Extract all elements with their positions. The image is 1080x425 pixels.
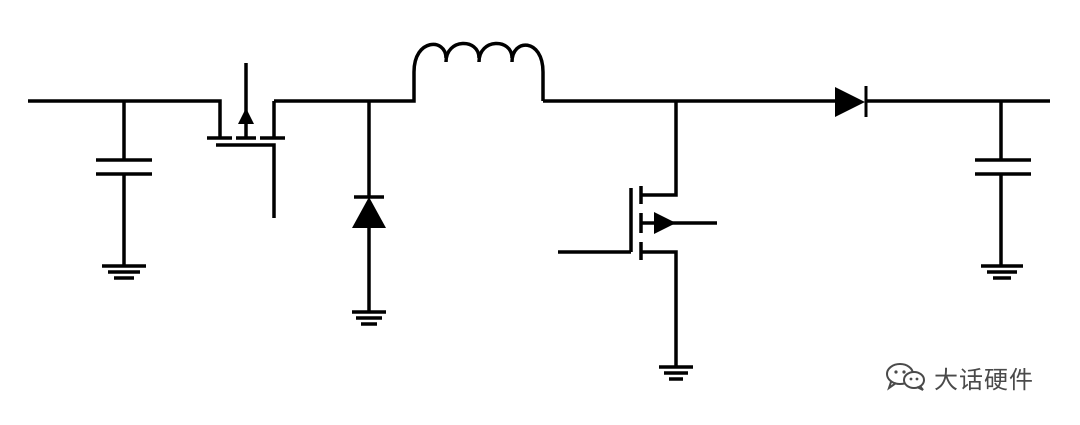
mosfet-ground-symbol — [659, 365, 693, 381]
switch-node-wire — [274, 72, 416, 103]
inductor — [412, 41, 545, 101]
output-capacitor — [975, 101, 1031, 266]
input-capacitor — [96, 101, 152, 266]
output-ground-symbol — [981, 264, 1023, 280]
watermark: 大话硬件 — [884, 362, 1034, 394]
input-ground-symbol — [102, 264, 146, 280]
freewheel-diode — [352, 101, 386, 312]
watermark-text: 大话硬件 — [934, 365, 1034, 394]
wechat-icon — [886, 363, 925, 391]
output-diode — [835, 86, 868, 117]
diode-ground-symbol — [352, 310, 386, 326]
input-rail-wire — [28, 99, 222, 138]
low-side-mosfet — [558, 101, 717, 367]
high-side-mosfet — [207, 63, 285, 218]
